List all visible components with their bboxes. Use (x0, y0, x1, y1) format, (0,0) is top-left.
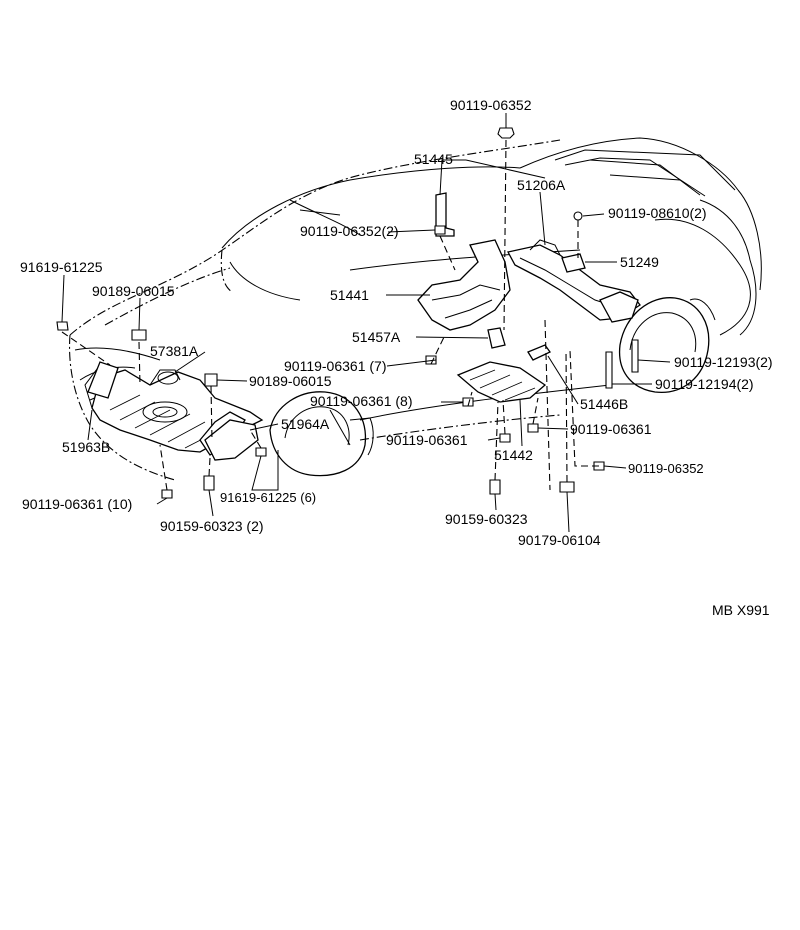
part-label-90159-60323: 90159-60323 (445, 511, 528, 527)
leader-lines (61, 113, 671, 533)
part-label-51445: 51445 (414, 151, 453, 167)
part-label-90119-12193: 90119-12193(2) (674, 354, 773, 370)
assembly-lines (61, 139, 599, 491)
plate-51446b-part (527, 344, 551, 361)
bracket-51249-part (561, 253, 586, 273)
part-label-51964a: 51964A (281, 416, 330, 432)
part-label-90179-06104: 90179-06104 (518, 532, 601, 548)
rear-wheel (618, 297, 716, 394)
part-label-90189-06015-mid: 90189-06015 (249, 373, 332, 389)
part-label-90119-06352-2: 90119-06352(2) (300, 223, 399, 239)
part-label-51457a: 51457A (352, 329, 401, 345)
side-plate-51964a-part (204, 419, 259, 461)
part-label-90119-06361-center: 90119-06361 (386, 432, 468, 448)
part-label-90119-08610: 90119-08610(2) (608, 205, 707, 221)
part-label-51249: 51249 (620, 254, 659, 270)
crossmember-part (507, 239, 641, 323)
diagram-id: MB X991 (712, 602, 770, 618)
part-label-51441: 51441 (330, 287, 369, 303)
part-label-57381a: 57381A (150, 343, 199, 359)
fasteners (56, 127, 639, 499)
part-label-90119-06352-right: 90119-06352 (628, 461, 704, 476)
rear-undercover-part (456, 361, 547, 403)
engine-undercover-part (417, 239, 511, 331)
part-label-90189-06015-left: 90189-06015 (92, 283, 175, 299)
part-label-51442: 51442 (494, 447, 533, 463)
part-label-90119-06361-right: 90119-06361 (570, 421, 652, 437)
part-label-51206a: 51206A (517, 177, 566, 193)
part-label-91619-61225-left: 91619-61225 (20, 259, 103, 275)
part-label-90159-60323-2: 90159-60323 (2) (160, 518, 264, 534)
part-label-90119-06352-top: 90119-06352 (450, 97, 532, 113)
part-label-90119-06361-8: 90119-06361 (8) (310, 393, 412, 409)
part-label-51446b: 51446B (580, 396, 628, 412)
part-label-90119-06361-10: 90119-06361 (10) (22, 496, 132, 512)
front-wheel (269, 391, 374, 477)
bracket-51457a-part (487, 327, 506, 349)
part-label-91619-61225-6: 91619-61225 (6) (220, 490, 316, 505)
part-label-51963b: 51963B (62, 439, 110, 455)
stay-51445-part (435, 192, 455, 237)
car-body-outline (69, 137, 762, 481)
part-label-90119-06361-7: 90119-06361 (7) (284, 358, 386, 374)
part-labels: 90119-06352 51445 51206A 90119-08610(2) … (20, 97, 773, 548)
part-label-90119-12194: 90119-12194(2) (655, 376, 754, 392)
